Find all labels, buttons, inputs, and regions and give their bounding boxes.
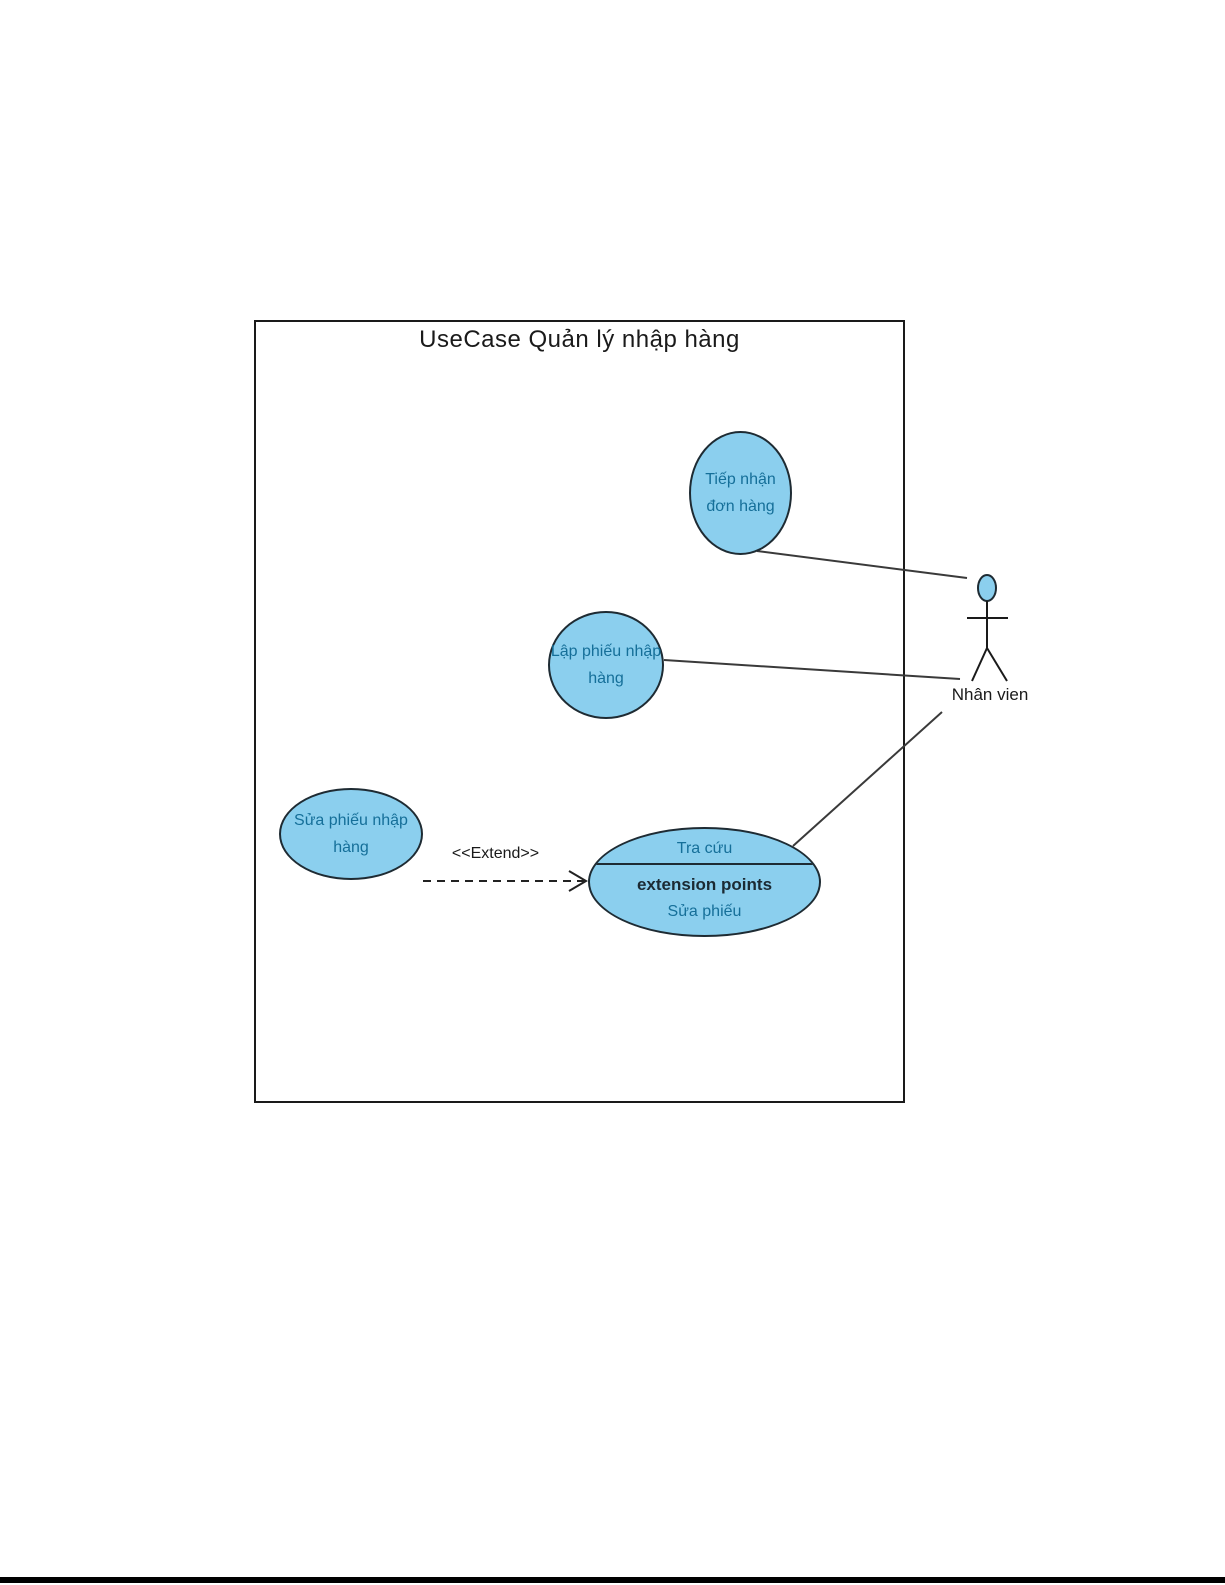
actor-left-leg	[971, 647, 988, 682]
extend-stereotype-label: <<Extend>>	[451, 845, 540, 862]
actor-head	[977, 574, 997, 602]
diagram-title: UseCase Quản lý nhập hàng	[419, 326, 740, 353]
actor-right-leg	[986, 647, 1008, 682]
extension-points-divider	[590, 863, 819, 865]
actor-figure	[967, 574, 1008, 682]
extension-point-item: Sửa phiếu	[667, 903, 742, 920]
usecase-tiep-nhan-don-hang: Tiếp nhận đơn hàng	[689, 431, 792, 555]
usecase-label: Lập phiếu nhập hàng	[550, 643, 662, 687]
usecase-tra-cuu: Tra cứu extension points Sửa phiếu	[588, 827, 821, 937]
usecase-label: Tiếp nhận đơn hàng	[705, 471, 776, 515]
actor-name-label: Nhân vien	[951, 685, 1029, 704]
extension-points-header: extension points	[636, 875, 773, 894]
usecase-sua-phieu-nhap-hang: Sửa phiếu nhập hàng	[279, 788, 423, 880]
extension-points-section: extension points Sửa phiếu	[637, 863, 772, 925]
page-bottom-rule	[0, 1577, 1225, 1583]
usecase-label: Tra cứu	[676, 839, 733, 857]
usecase-lap-phieu-nhap-hang: Lập phiếu nhập hàng	[548, 611, 664, 719]
usecase-label: Sửa phiếu nhập hàng	[294, 812, 408, 856]
